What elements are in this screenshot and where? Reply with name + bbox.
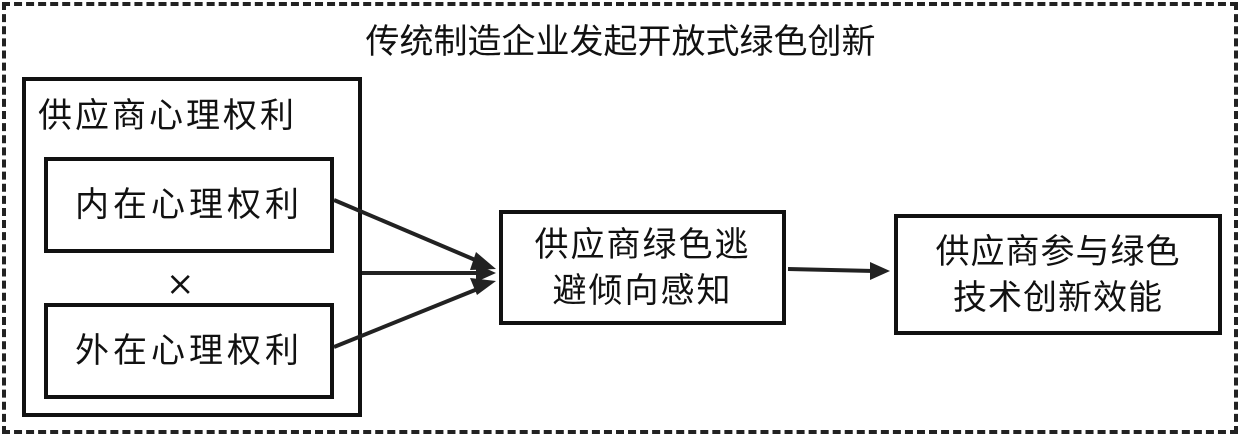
- arrowhead-3: [470, 278, 496, 295]
- extrinsic-label: 外在心理权利: [75, 331, 303, 371]
- outcome-line2: 技术创新效能: [953, 277, 1163, 318]
- arrowhead-2: [476, 264, 496, 282]
- outcome-box: 供应商参与绿色 技术创新效能: [894, 214, 1222, 335]
- intrinsic-label: 内在心理权利: [75, 185, 303, 225]
- outer-title: 传统制造企业发起开放式绿色创新: [365, 22, 876, 62]
- outcome-line1: 供应商参与绿色: [935, 231, 1181, 272]
- intrinsic-entitlement-box: 内在心理权利: [44, 157, 334, 253]
- group-title: 供应商心理权利: [38, 96, 297, 136]
- mediator-box: 供应商绿色逃 避倾向感知: [499, 210, 786, 325]
- interaction-operator: ×: [166, 264, 195, 304]
- extrinsic-entitlement-box: 外在心理权利: [44, 303, 334, 399]
- mediator-line1: 供应商绿色逃: [534, 224, 751, 265]
- arrow-extrinsic-to-mediator: [333, 286, 481, 349]
- mediator-line2: 避倾向感知: [552, 270, 733, 311]
- arrow-mediator-to-outcome: [787, 267, 875, 273]
- arrow-intrinsic-to-mediator: [333, 198, 481, 264]
- arrowhead-4: [870, 262, 890, 280]
